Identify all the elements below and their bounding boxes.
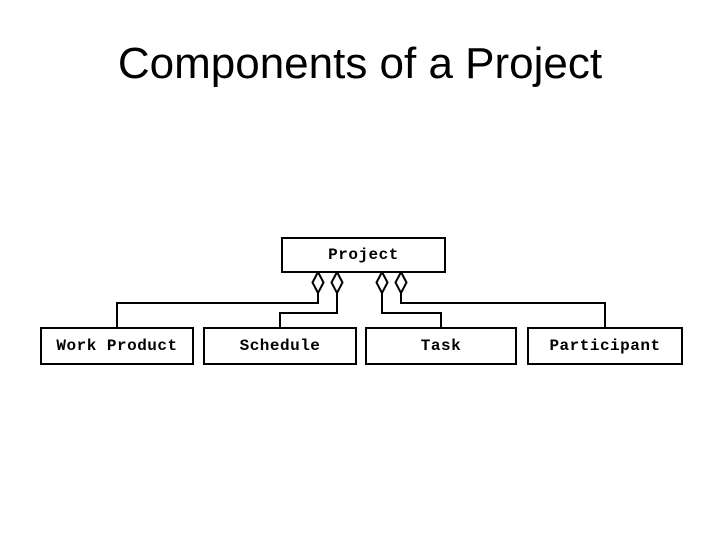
class-box-task-label: Task (420, 337, 462, 355)
class-box-work-product-label: Work Product (56, 337, 178, 355)
class-box-schedule: Schedule (203, 327, 357, 365)
aggregation-diamond-icon (375, 269, 389, 296)
connector-work-product (116, 290, 319, 327)
class-box-task: Task (365, 327, 517, 365)
class-box-project: Project (281, 237, 446, 273)
connector-participant (400, 290, 606, 327)
page-title: Components of a Project (117, 39, 603, 88)
class-box-participant: Participant (527, 327, 683, 365)
class-box-participant-label: Participant (549, 337, 661, 355)
class-box-schedule-label: Schedule (239, 337, 321, 355)
aggregation-diamond-icon (394, 269, 408, 296)
connector-task (381, 290, 442, 327)
aggregation-diamond-icon (330, 269, 344, 296)
connector-schedule (279, 290, 338, 327)
class-box-project-label: Project (328, 246, 399, 264)
class-box-work-product: Work Product (40, 327, 194, 365)
aggregation-diamond-icon (311, 269, 325, 296)
